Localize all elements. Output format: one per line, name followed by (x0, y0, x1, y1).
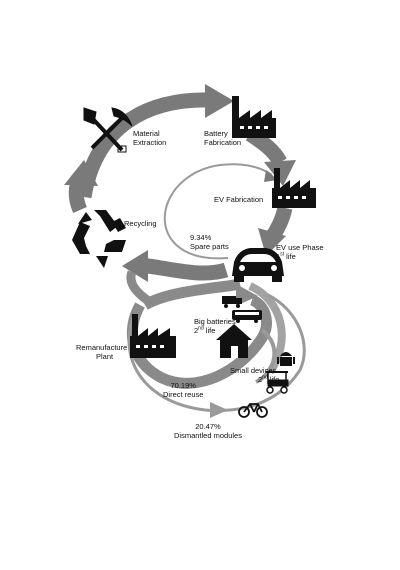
factory-icon (272, 168, 316, 208)
spare-parts-text: Spare parts (190, 241, 229, 251)
flow-arrow-to-ev-fabrication (245, 127, 287, 166)
factory-icon (130, 314, 176, 358)
flow-arrow-to-second-life (142, 278, 242, 310)
golf-cart-icon (266, 371, 289, 394)
car-icon (232, 248, 284, 282)
direct-reuse-value: 70.19% (170, 381, 196, 390)
flow-return-to-recycling (126, 270, 153, 306)
bus-icon (232, 310, 262, 323)
flow-arrow-to-recycling (139, 257, 229, 281)
direct-reuse-text: Direct reuse (163, 389, 204, 399)
bicycle-icon (238, 403, 268, 418)
flow-arrow-to-battery-fabrication (76, 92, 213, 199)
battery-fabrication-label: Battery Fabrication (204, 129, 242, 147)
arrowhead-battery-fabrication (205, 84, 234, 118)
recycling-label: Recycling (124, 219, 157, 228)
spare-parts-loop (163, 163, 273, 260)
truck-icon (222, 296, 242, 308)
spare-parts-value: 9.34% (190, 233, 212, 242)
small-devices-label: Small devices 2nd life (230, 366, 280, 384)
big-batteries-label: Big batteries 2nd life (194, 317, 236, 335)
direct-reuse-label: 70.19% Direct reuse (163, 381, 204, 399)
arrowhead-recycling (122, 250, 148, 282)
ev-use-phase-label: EV use Phase 1st life (276, 243, 324, 261)
factory-icon (232, 96, 276, 138)
spare-parts-label: 9.34% Spare parts (190, 233, 229, 251)
dismantled-modules-value: 20.47% (195, 422, 221, 431)
ev-fabrication-label: EV Fabrication (214, 195, 264, 204)
flow-second-life-right (248, 282, 286, 375)
flow-small-devices (254, 328, 277, 384)
pickaxe-shovel-icon (83, 107, 133, 153)
arrowhead-material-extraction (64, 160, 98, 186)
recycling-icon (72, 210, 126, 268)
remanufacture-plant-label: Remanufacture Plant (76, 343, 128, 361)
arrowhead-remanufacture (210, 402, 228, 418)
robot-icon (277, 352, 295, 366)
dismantled-modules-label: 20.47% Dismantled modules (174, 422, 242, 440)
house-icon (216, 324, 252, 358)
dismantled-modules-text: Dismantled modules (174, 430, 242, 440)
material-extraction-label: Material Extraction (133, 129, 167, 147)
